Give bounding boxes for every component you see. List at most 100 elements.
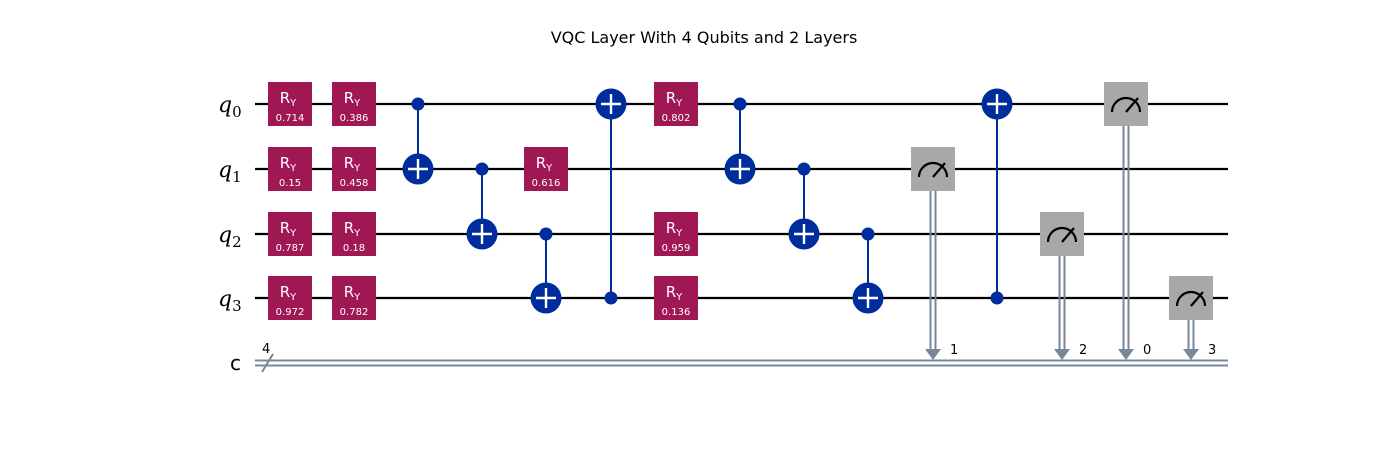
ry-gate: RY0.616 [524,147,568,191]
ry-gate-sub: Y [289,98,297,109]
cnot-gate [788,162,820,250]
measure-clbit-label: 3 [1208,343,1216,358]
classical-register-label: c [230,351,241,375]
qubit-label-index: 3 [232,297,242,315]
qubit-label-1: q1 [218,158,242,186]
ry-gate-sub: Y [675,228,683,239]
cnot-gate [595,88,627,305]
ry-gate-param: 0.782 [340,307,369,318]
cnot-control-dot [604,291,618,305]
qubit-label-index: 2 [232,233,242,251]
ry-gate: RY0.959 [654,212,698,256]
measure-box [911,147,955,191]
qubit-label-index: 1 [232,168,242,186]
ry-gate-box [654,212,698,256]
measure-box [1104,82,1148,126]
measure-gate: 1 [911,147,958,360]
measure-gate: 0 [1104,82,1151,360]
measure-box [1040,212,1084,256]
cnot-control-dot [733,97,747,111]
ry-gate-sub: Y [353,228,361,239]
cnot-gate [724,97,756,185]
meter-needle-icon [1061,227,1075,243]
ry-gate-box [332,82,376,126]
ry-gate-param: 0.386 [340,113,369,124]
measure-gate: 3 [1169,276,1216,360]
meter-needle-icon [1190,291,1204,307]
qubit-label-index: 0 [232,103,242,121]
cnot-gate [852,227,884,314]
ry-gate-param: 0.787 [276,243,305,254]
ry-gate: RY0.802 [654,82,698,126]
measure-box [1169,276,1213,320]
ry-gate-param: 0.15 [279,178,301,189]
ry-gate-box [268,82,312,126]
ry-gate: RY0.458 [332,147,376,191]
ry-gate-sub: Y [675,98,683,109]
measure-clbit-label: 1 [950,343,958,358]
cnot-control-dot [411,97,425,111]
cnot-control-dot [797,162,811,176]
ry-gate-param: 0.714 [276,113,305,124]
ry-gate-param: 0.972 [276,307,305,318]
ry-gate-sub: Y [353,163,361,174]
measure-arrow-icon [925,349,941,360]
ry-gate-param: 0.18 [343,243,365,254]
ry-gate-sub: Y [353,292,361,303]
meter-arc-icon [1175,290,1207,307]
cnot-control-dot [475,162,489,176]
ry-gate: RY0.972 [268,276,312,320]
cnot-control-dot [990,291,1004,305]
cnot-control-dot [539,227,553,241]
ry-gate-param: 0.959 [662,243,691,254]
ry-gate-param: 0.616 [532,178,561,189]
meter-arc-icon [917,161,949,178]
ry-gate: RY0.136 [654,276,698,320]
measure-arrow-icon [1054,349,1070,360]
ry-gate-box [524,147,568,191]
ry-gate: RY0.15 [268,147,312,191]
measure-clbit-label: 2 [1079,343,1087,358]
classical-register-slash [261,353,274,373]
ry-gate-sub: Y [675,292,683,303]
ry-gate-param: 0.136 [662,307,691,318]
cnot-gate [466,162,498,250]
ry-gate-sub: Y [289,228,297,239]
meter-arc-icon [1110,96,1142,113]
measure-arrow-icon [1118,349,1134,360]
operations-layer: RY0.714RY0.15RY0.787RY0.972RY0.386RY0.45… [268,82,1216,360]
cnot-gate [981,88,1013,305]
ry-gate: RY0.782 [332,276,376,320]
measure-clbit-label: 0 [1143,343,1151,358]
ry-gate-box [268,276,312,320]
cnot-gate [402,97,434,185]
cnot-gate [530,227,562,314]
ry-gate-param: 0.802 [662,113,691,124]
meter-needle-icon [932,162,946,178]
qubit-label-0: q0 [218,93,242,121]
meter-needle-icon [1125,97,1139,113]
ry-gate-sub: Y [353,98,361,109]
ry-gate-sub: Y [289,163,297,174]
ry-gate-param: 0.458 [340,178,369,189]
ry-gate-box [332,212,376,256]
circuit-title: VQC Layer With 4 Qubits and 2 Layers [550,28,858,47]
ry-gate-sub: Y [289,292,297,303]
ry-gate-box [332,147,376,191]
meter-arc-icon [1046,226,1078,243]
measure-gate: 2 [1040,212,1087,360]
ry-gate-box [654,276,698,320]
cnot-control-dot [861,227,875,241]
ry-gate: RY0.714 [268,82,312,126]
ry-gate-box [268,147,312,191]
qubit-label-3: q3 [218,287,242,315]
ry-gate-box [654,82,698,126]
ry-gate: RY0.787 [268,212,312,256]
ry-gate: RY0.386 [332,82,376,126]
qubit-label-2: q2 [218,223,242,251]
classical-register-width: 4 [262,342,270,357]
measure-arrow-icon [1183,349,1199,360]
ry-gate-box [332,276,376,320]
ry-gate: RY0.18 [332,212,376,256]
